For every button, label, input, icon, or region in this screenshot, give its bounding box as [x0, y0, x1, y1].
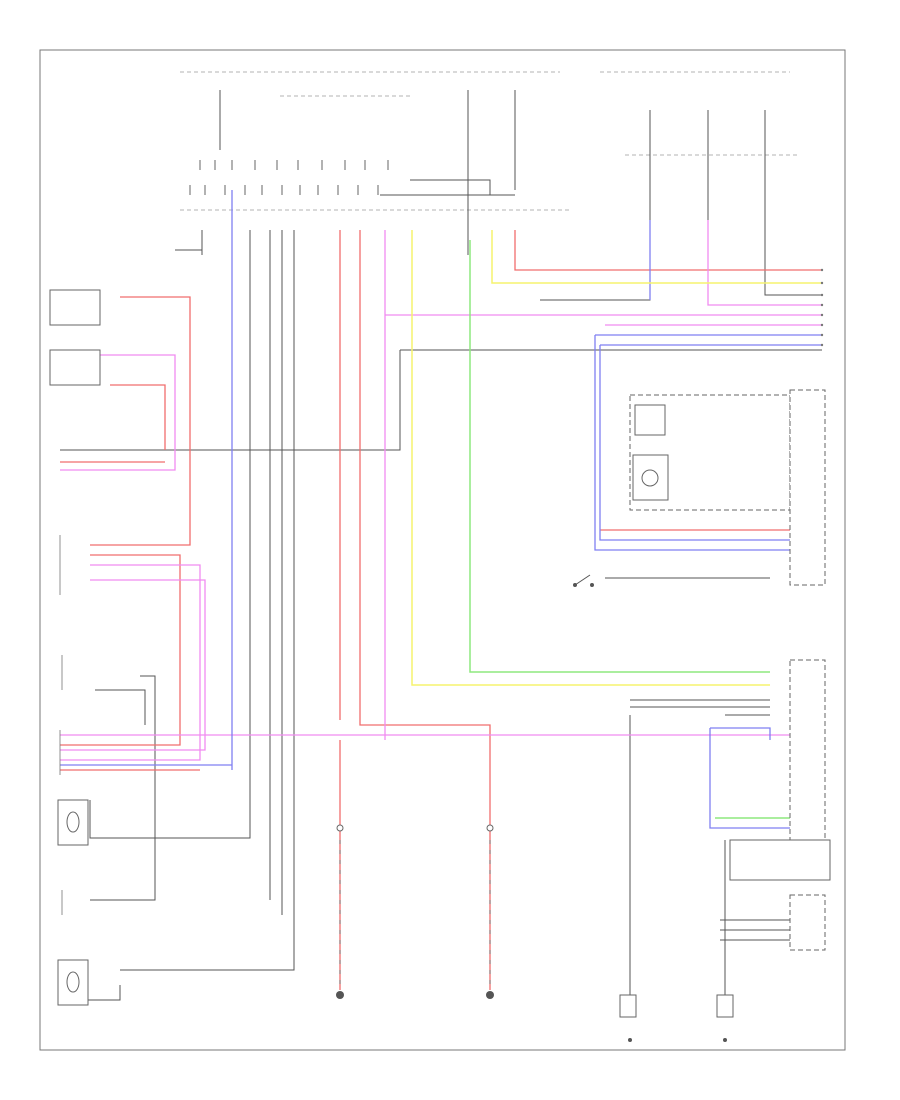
component-power-rear-closure-module: [789, 389, 826, 841]
component-left-front-speaker-module: [336, 824, 344, 990]
ground-symbol-right-2: [716, 994, 734, 1042]
component-luggage-door-closure-assembly: [729, 839, 831, 951]
ground-symbol-center: [486, 991, 494, 999]
left-connector-stack: [59, 535, 63, 915]
ground-symbol-left: [336, 991, 344, 999]
component-left-ground-module: [57, 799, 89, 846]
switch-icon: [573, 574, 594, 587]
junction-connectors: [189, 160, 389, 195]
wires-black: [60, 90, 822, 1001]
wires-red: [60, 230, 822, 990]
component-seat-position-sensor-upper: [49, 289, 101, 326]
component-right-front-speaker-module: [486, 824, 494, 990]
component-seat-position-sensor-lower: [49, 349, 101, 386]
diagram-frame: [39, 49, 846, 1051]
component-right-rear-sensor: [629, 394, 791, 511]
right-edge-pins: [820, 268, 824, 347]
top-bus-lines: [180, 71, 800, 211]
component-luggage-closure-switch: [57, 959, 89, 1006]
ground-symbol-right-1: [619, 994, 637, 1042]
wires-pink: [60, 220, 822, 761]
wires-yellow: [411, 230, 822, 686]
